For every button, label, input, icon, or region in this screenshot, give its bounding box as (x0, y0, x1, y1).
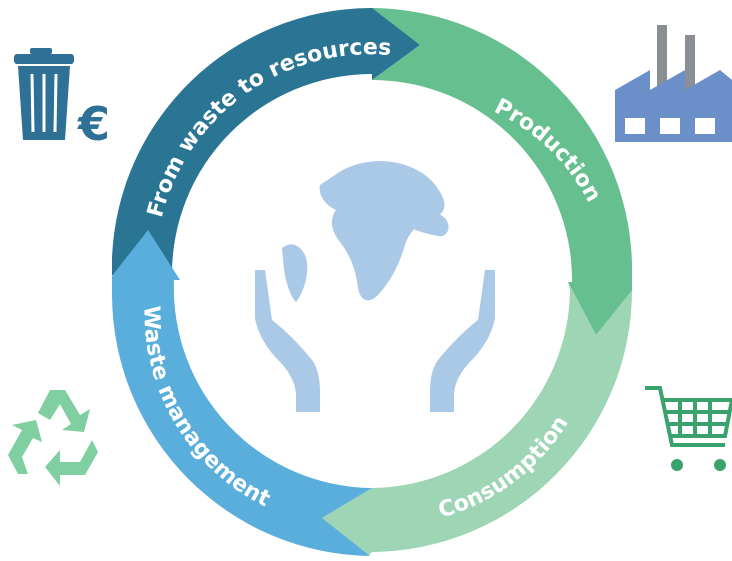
continent-shape (319, 161, 445, 301)
shopping-cart-icon (645, 386, 732, 447)
recycle-icon (8, 390, 98, 486)
segment-from-waste-to-resources (112, 8, 420, 276)
chimney-right (685, 35, 695, 95)
recycle-arrow (38, 390, 90, 432)
recycle-arrow (8, 420, 42, 474)
bin-lid (14, 54, 74, 64)
right-hand (430, 270, 495, 412)
cart-wheel (714, 459, 726, 471)
segment-waste-management (112, 230, 372, 556)
bin-stripes (30, 73, 58, 133)
globe-in-hands-icon (255, 161, 495, 412)
cycle-ring (112, 8, 633, 556)
factory-windows (625, 118, 715, 134)
segment-consumption (322, 282, 632, 556)
cart-wheel (671, 459, 683, 471)
segment-production (372, 8, 633, 335)
continent-shape (395, 203, 449, 237)
chimney-left (657, 25, 667, 95)
cart-frame (645, 386, 725, 447)
euro-icon: € (77, 97, 110, 151)
recycle-arrow (45, 440, 98, 486)
left-hand (255, 270, 320, 412)
continent-shape (282, 244, 308, 302)
bin-lid-handle (30, 48, 52, 54)
